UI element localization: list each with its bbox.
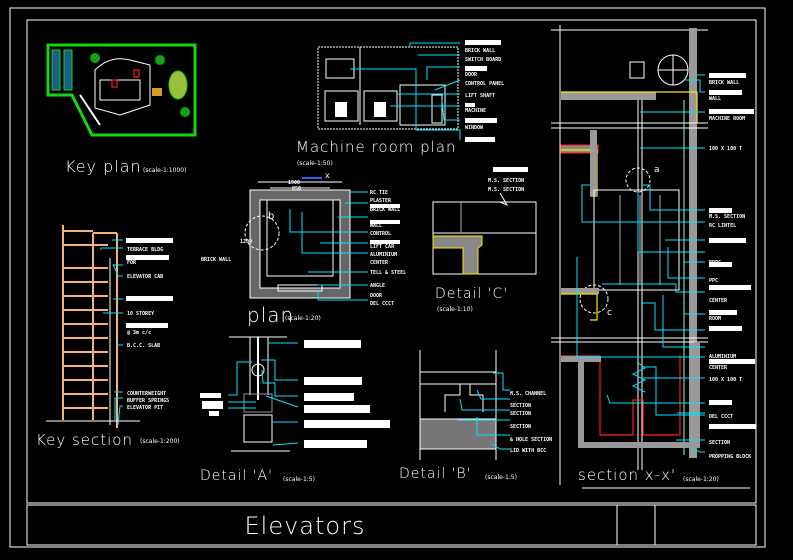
detail-b-label: SECTION [510, 403, 531, 409]
section-label: BRPC [709, 260, 721, 266]
dimension-width: 1900 [288, 180, 300, 186]
plan-scale: (scale-1:20) [285, 315, 321, 322]
plan-label: CONTROL [370, 231, 391, 237]
section-label: ROOM [709, 316, 721, 322]
detail-c-note: M.S. SECTION [488, 187, 524, 193]
machine-room-label: LIFT SHAFT [465, 93, 495, 99]
key-section-label: BUFFER SPRINGS [127, 398, 169, 404]
section-label: DEL CCCT [709, 414, 733, 420]
key-section-label: FOR [127, 260, 137, 266]
detail-marker-c: c [607, 308, 612, 318]
plan-label: DOOR [370, 293, 383, 299]
detail-b-title: Detail 'B' [399, 466, 472, 482]
machine-room-label: MACHINE [465, 108, 486, 114]
plan-left-label: BRICK WALL [201, 257, 231, 263]
plan-title: plan [247, 303, 294, 327]
key-section-label: TERRACE BLDG [127, 247, 163, 253]
plan-label: DEL CCCT [370, 301, 394, 307]
detail-c-scale: (scale-1:10) [437, 306, 473, 313]
section-title: section x-x' [578, 466, 676, 484]
drawing-frame [26, 19, 757, 504]
key-plan: Key plan (scale-1:1000) [46, 43, 197, 176]
plan-label: PLASTER [370, 198, 392, 204]
detail-b-label: M.S. CHANNEL [510, 391, 546, 397]
detail-marker-a: a [654, 165, 660, 175]
key-plan-title: Key plan [65, 157, 142, 176]
detail-b-scale: (scale-1:5) [485, 474, 517, 481]
section-label: CENTER [709, 298, 728, 304]
plan-label: WALL [370, 223, 382, 229]
key-section: TERRACE BLDG FOR ELEVATOR CAB 10 STOREY … [36, 225, 180, 449]
key-plan-scale: (scale-1:1000) [143, 167, 186, 174]
detail-a: Detail 'A' (scale-1:5) [200, 336, 390, 484]
title-block: Elevators [26, 504, 757, 546]
detail-b-label: SECTION [510, 424, 531, 430]
key-section-title: Key section [36, 431, 133, 449]
plan-label: ALUMINIUM [370, 252, 397, 258]
plan-upper-scale: (scale-1:50) [297, 160, 333, 167]
machine-room-label: BRICK WALL [465, 48, 495, 54]
plan-label: TELL & STEEL [370, 270, 406, 276]
dimension-depth: 1200 [240, 239, 252, 245]
lift-plan: 1900 850 1200 BRICK WALL b x RC TIE PLAS… [201, 171, 406, 327]
dimension-door: 850 [292, 186, 301, 192]
section-label: 100 X 100 T [709, 146, 742, 152]
sheet-title: Elevators [245, 512, 366, 540]
machine-room-title: Machine room plan [296, 138, 457, 156]
section-label: BRICK WALL [709, 80, 739, 86]
key-section-scale: (scale-1:200) [140, 438, 180, 445]
machine-room-label: CONTROL PANEL [465, 81, 504, 87]
key-section-label: B.C.C. SLAB [127, 343, 160, 349]
section-label: MACHINE ROOM [709, 116, 745, 122]
plan-label: LIFT CAR [370, 244, 395, 250]
machine-room-label: DOOR [465, 72, 478, 78]
section-label: WALL [709, 96, 721, 102]
detail-c-title: Detail 'C' [435, 286, 508, 302]
section-label: M.S. SECTION [709, 214, 745, 220]
key-section-label: @ 3m c/c [127, 330, 151, 336]
detail-b-label: SECTION [510, 411, 531, 417]
detail-c: M.S. SECTION M.S. SECTION Detail 'C' (sc… [432, 167, 537, 313]
key-section-label: ELEVATOR CAB [127, 274, 163, 280]
section-xx: a c BRICK WALL [551, 25, 766, 489]
plan-label: ANGLE [370, 283, 385, 289]
machine-room-plan: BRICK WALL SWITCH BOARD DOOR CONTROL PAN… [296, 40, 504, 167]
section-label: CENTER [709, 365, 728, 371]
detail-a-scale: (scale-1:5) [283, 476, 315, 483]
key-section-label: 10 STOREY [127, 311, 154, 317]
machine-room-label: WINDOW [465, 125, 484, 131]
plan-label: BRICK WALL [370, 207, 400, 213]
section-scale: (scale-1:20) [683, 476, 719, 483]
detail-b-label: LID WITH BCC [510, 448, 546, 454]
section-marker-x: x [325, 171, 330, 180]
key-section-label: ELEVATOR PIT [127, 405, 163, 411]
section-label: PROPPING BLOCK [709, 454, 751, 460]
machine-room-label: SWITCH BOARD [465, 57, 501, 63]
section-labels: BRICK WALL WALL MACHINE ROOM 100 X 100 T… [709, 73, 756, 460]
detail-b: M.S. CHANNEL SECTION SECTION SECTION & H… [399, 350, 552, 482]
section-label: ALUMINIUM [709, 354, 736, 360]
section-label: RC LINTEL [709, 223, 736, 229]
key-section-label: COUNTERWEIGHT [127, 391, 166, 397]
plan-labels: RC TIE PLASTER BRICK WALL WALL CONTROL L… [370, 190, 406, 307]
section-label: 100 X 100 T [709, 377, 742, 383]
plan-label: CENTER [370, 260, 389, 266]
section-label: PPC [709, 278, 718, 284]
section-label: SECTION [709, 440, 730, 446]
detail-b-label: & HOLE SECTION [510, 437, 552, 443]
plan-label: RC TIE [370, 190, 388, 196]
detail-marker-b: b [268, 211, 274, 222]
detail-a-title: Detail 'A' [200, 468, 273, 484]
detail-c-note: M.S. SECTION [488, 178, 524, 184]
